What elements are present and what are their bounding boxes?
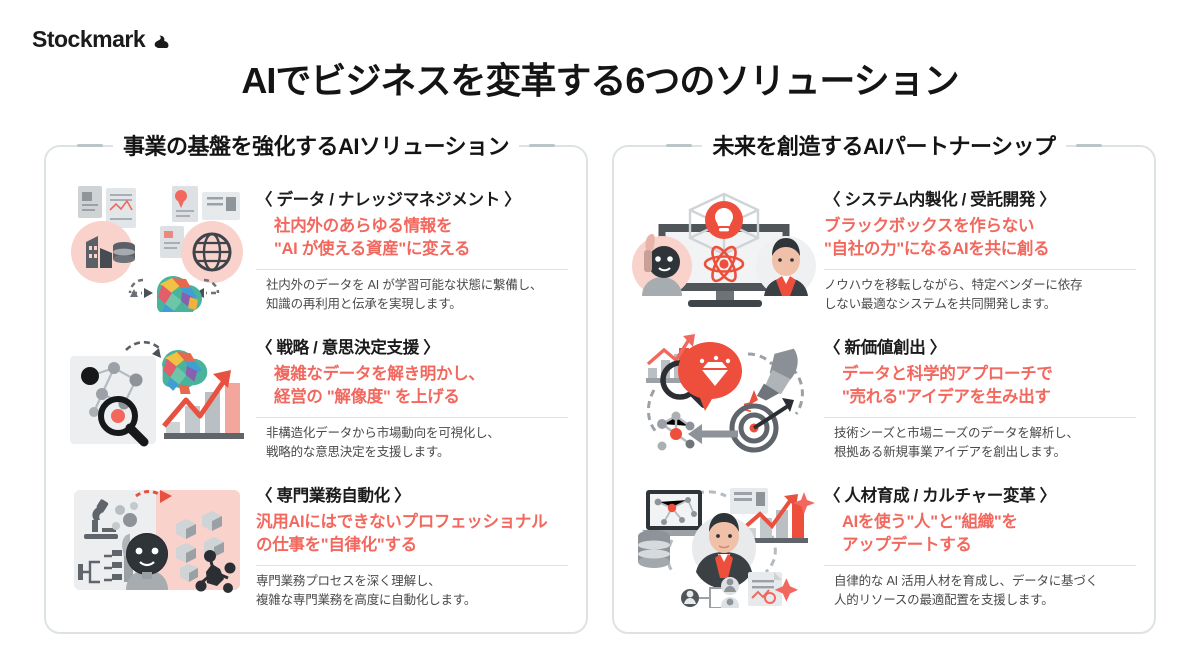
dash-right — [529, 143, 556, 147]
card-headline: AIを使う"人"と"組織"を アップデートする — [824, 511, 1136, 558]
headline-line: 社内外のあらゆる情報を — [274, 217, 453, 235]
divider — [824, 416, 1136, 418]
card-description: 専門業務プロセスを深く理解し、 複雑な専門業務を高度に自動化します。 — [256, 572, 568, 611]
solution-columns: 事業の基盤を強化するAIソリューション — [44, 128, 1156, 634]
card-eyebrow: 〈 システム内製化 / 受託開発 〉 — [824, 191, 1056, 209]
card-description: 非構造化データから市場動向を可視化し、 戦略的な意思決定を支援します。 — [256, 424, 568, 463]
dash-left — [76, 143, 103, 147]
card-headline: 複雑なデータを解き明かし、 経営の "解像度" を上げる — [256, 363, 568, 410]
column-header: 事業の基盤を強化するAIソリューション — [44, 128, 588, 162]
card-description: 自律的な AI 活用人材を育成し、データに基づく 人的リソースの最適配置を支援し… — [824, 572, 1136, 611]
description-line: 社内外のデータを AI が学習可能な状態に繋備し、 — [266, 277, 543, 292]
description-line: ノウハウを移転しながら、特定ベンダーに依存 — [824, 277, 1083, 292]
headline-line: 複雑なデータを解き明かし、 — [274, 365, 485, 383]
solution-card[interactable]: 〈 システム内製化 / 受託開発 〉 ブラックボックスを作らない "自社の力"に… — [632, 180, 1136, 328]
description-line: 知識の再利用と伝承を実現します。 — [266, 297, 462, 312]
page-title: AIでビジネスを変革する6つのソリューション — [241, 60, 959, 101]
description-line: 非構造化データから市場動向を可視化し、 — [266, 425, 500, 440]
headline-line: アップデートする — [842, 536, 972, 555]
card-eyebrow: 〈 データ / ナレッジマネジメント 〉 — [256, 191, 521, 209]
solution-card[interactable]: w — [632, 328, 1136, 476]
monitor-robot-person-illustration — [632, 180, 818, 312]
headline-line: 経営の "解像度" を上げる — [274, 388, 460, 407]
divider — [824, 564, 1136, 566]
dash-left — [666, 143, 693, 147]
documents-brain-illustration — [64, 180, 250, 312]
card-eyebrow: 〈 専門業務自動化 〉 — [256, 487, 411, 505]
headline-line: ブラックボックスを作らない — [824, 217, 1035, 235]
divider — [256, 564, 568, 566]
headline-line: "売れる"アイデアを生み出す — [842, 388, 1051, 407]
column-header-text: 未来を創造するAIパートナーシップ — [702, 129, 1066, 161]
brand-name: Stockmark — [32, 26, 146, 52]
person-team-growth-illustration — [632, 476, 818, 608]
description-line: 複雑な専門業務を高度に自動化します。 — [256, 593, 477, 608]
column-header-text: 事業の基盤を強化するAIソリューション — [112, 129, 520, 161]
column-header: 未来を創造するAIパートナーシップ — [612, 128, 1156, 162]
divider — [256, 268, 568, 270]
description-line: しない最適なシステムを共同開発します。 — [824, 297, 1057, 312]
solution-card[interactable]: 〈 専門業務自動化 〉 汎用AIにはできないプロフェッショナル の仕事を"自律化… — [64, 476, 568, 624]
brand-logo: Stockmark — [32, 26, 173, 53]
card-description: ノウハウを移転しながら、特定ベンダーに依存 しない最適なシステムを共同開発します… — [824, 276, 1136, 315]
headline-line: データと科学的アプローチで — [842, 365, 1053, 383]
description-line: 技術シーズと市場ニーズのデータを解析し、 — [834, 425, 1079, 440]
card-eyebrow: 〈 人材育成 / カルチャー変革 〉 — [824, 487, 1056, 505]
headline-line: の仕事を"自律化"する — [256, 536, 417, 555]
card-description: 技術シーズと市場ニーズのデータを解析し、 根拠ある新規事業アイデアを創出します。 — [824, 424, 1136, 463]
network-magnifier-chart-illustration — [64, 328, 250, 460]
card-eyebrow: 〈 戦略 / 意思決定支援 〉 — [256, 339, 440, 357]
description-line: 人的リソースの最適配置を支援します。 — [834, 593, 1054, 608]
squirrel-icon — [151, 29, 173, 51]
divider — [256, 416, 568, 418]
divider — [824, 268, 1136, 270]
idea-rocket-target-illustration: w — [632, 328, 818, 460]
card-headline: 汎用AIにはできないプロフェッショナル の仕事を"自律化"する — [256, 511, 568, 558]
microscope-robot-molecule-illustration — [64, 476, 250, 608]
card-headline: ブラックボックスを作らない "自社の力"になるAIを共に創る — [824, 215, 1136, 262]
solution-card[interactable]: 〈 戦略 / 意思決定支援 〉 複雑なデータを解き明かし、 経営の "解像度" … — [64, 328, 568, 476]
description-line: 専門業務プロセスを深く理解し、 — [256, 573, 441, 588]
card-eyebrow: 〈 新価値創出 〉 — [824, 339, 946, 357]
headline-line: "自社の力"になるAIを共に創る — [824, 240, 1050, 259]
card-headline: 社内外のあらゆる情報を "AI が使える資産"に変える — [256, 215, 568, 262]
card-headline: データと科学的アプローチで "売れる"アイデアを生み出す — [824, 363, 1136, 410]
column-business-foundation: 事業の基盤を強化するAIソリューション — [44, 128, 588, 634]
headline-line: AIを使う"人"と"組織"を — [842, 513, 1018, 531]
solution-card[interactable]: 〈 人材育成 / カルチャー変革 〉 AIを使う"人"と"組織"を アップデート… — [632, 476, 1136, 624]
description-line: 戦略的な意思決定を支援します。 — [266, 445, 450, 460]
card-description: 社内外のデータを AI が学習可能な状態に繋備し、 知識の再利用と伝承を実現しま… — [256, 276, 568, 315]
description-line: 根拠ある新規事業アイデアを創出します。 — [834, 445, 1066, 460]
solution-card[interactable]: 〈 データ / ナレッジマネジメント 〉 社内外のあらゆる情報を "AI が使え… — [64, 180, 568, 328]
headline-line: 汎用AIにはできないプロフェッショナル — [256, 513, 548, 531]
column-future-partnership: 未来を創造するAIパートナーシップ — [612, 128, 1156, 634]
dash-right — [1075, 143, 1102, 147]
headline-line: "AI が使える資産"に変える — [274, 240, 471, 259]
description-line: 自律的な AI 活用人材を育成し、データに基づく — [834, 573, 1098, 588]
